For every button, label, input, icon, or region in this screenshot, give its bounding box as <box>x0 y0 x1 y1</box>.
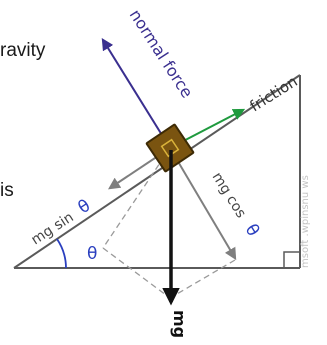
normal-force-arrow <box>101 37 171 149</box>
partial-text-top: ravity <box>0 40 46 61</box>
mg-cos-label: mg cos <box>209 170 249 221</box>
incline-triangle <box>13 74 301 269</box>
dashed-line-sin <box>102 147 171 249</box>
friction-label: friction <box>247 72 301 115</box>
mg-label: mg <box>170 310 189 338</box>
angle-theta-label: θ <box>87 244 97 264</box>
mg-cos-arrow <box>169 147 237 261</box>
mg-cos-theta: θ <box>241 221 263 240</box>
triangle-hypotenuse <box>13 74 301 269</box>
dashed-line-cos <box>169 259 236 299</box>
block <box>145 123 195 173</box>
normal-force-label: normal force <box>126 6 197 101</box>
partial-text-mid: is <box>0 180 14 201</box>
mg-sin-label-group: mg sin θ <box>28 196 94 249</box>
watermark: msoft .wpinsnu ws <box>300 175 311 268</box>
mg-cos-label-group: mg cos θ <box>209 170 263 240</box>
dashed-line-bottom <box>102 247 171 299</box>
right-angle-marker <box>283 251 300 268</box>
angle-arc <box>56 238 67 269</box>
